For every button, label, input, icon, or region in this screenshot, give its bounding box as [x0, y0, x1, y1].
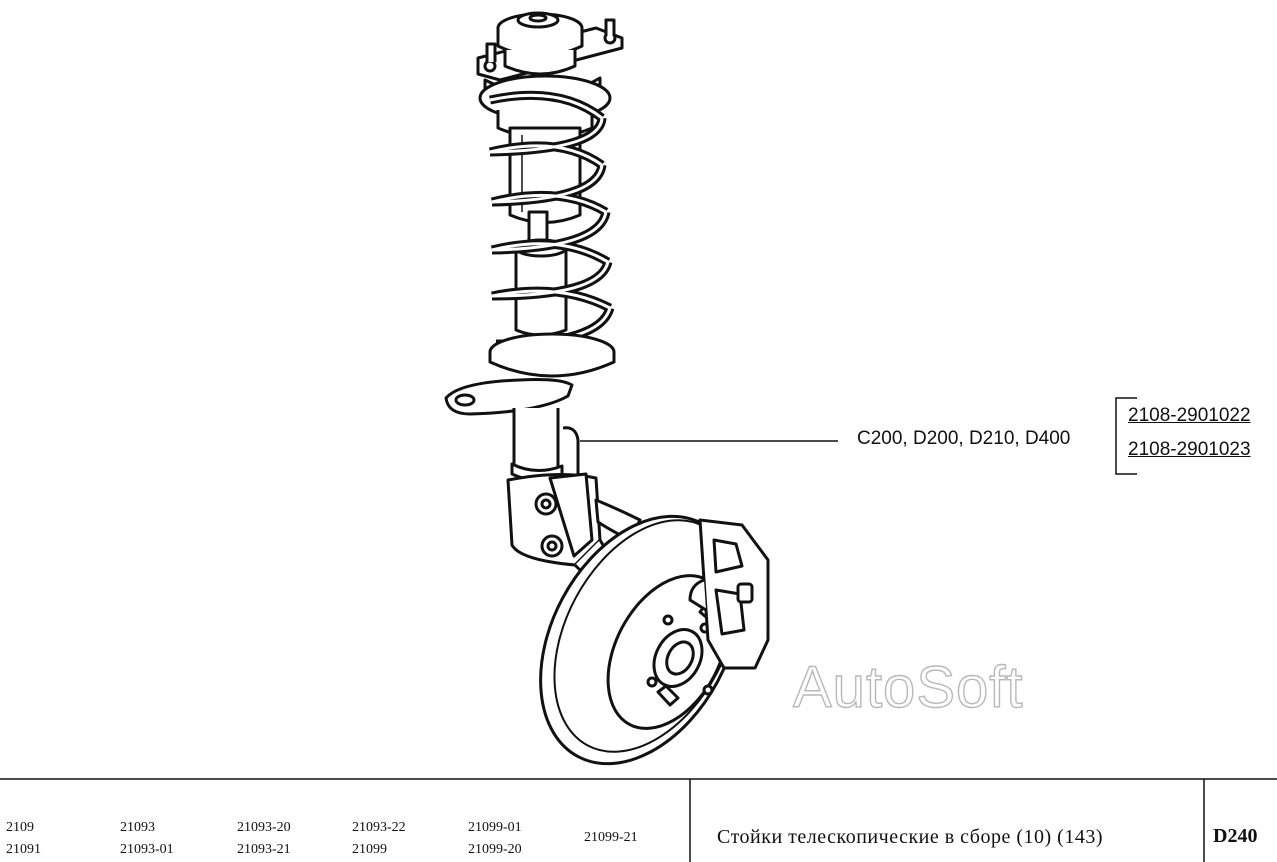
model-code: 21093-01 [120, 842, 174, 857]
watermark: AutoSoft [792, 654, 1024, 720]
model-code: 21099-01 [468, 820, 522, 835]
model-code: 21099-20 [468, 842, 522, 857]
model-code: 21093-20 [237, 820, 291, 835]
model-code: 21093 [120, 820, 155, 835]
part-number-link-2[interactable]: 2108-2901023 [1128, 439, 1251, 460]
page-code: D240 [1213, 825, 1258, 847]
model-code: 21093-21 [237, 842, 291, 857]
model-code: 21093-22 [352, 820, 406, 835]
stabilizer-bracket [444, 378, 574, 416]
page-title: Стойки телескопические в сборе (10) (143… [717, 826, 1103, 848]
model-code: 21091 [6, 842, 41, 857]
wheel-hub [646, 602, 720, 707]
model-code: 21099-21 [584, 830, 638, 845]
brake-caliper [688, 518, 770, 670]
strut-tube [510, 408, 564, 482]
part-number-link-1[interactable]: 2108-2901022 [1128, 405, 1251, 426]
model-code: 2109 [6, 820, 34, 835]
model-code: 21099 [352, 842, 387, 857]
spring-lower-seat [488, 332, 616, 378]
callout-label: C200, D200, D210, D400 [857, 428, 1071, 449]
part-number-bracket [1115, 397, 1137, 475]
coil-spring-inner [489, 93, 612, 346]
title-block-frame [0, 778, 1277, 862]
